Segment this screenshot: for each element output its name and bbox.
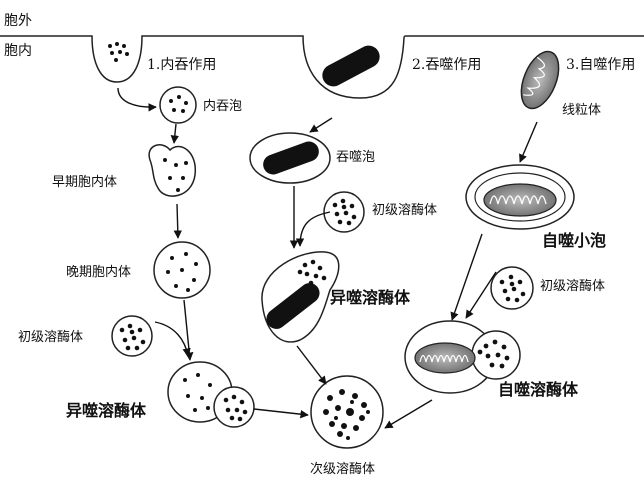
heterophagic-lysosome-left-label: 异噬溶酶体 [66, 403, 146, 419]
phagocytosis-label: 2.吞噬作用 [412, 58, 481, 72]
late-endosome-shape [154, 242, 210, 298]
endocytic-vesicle-label: 内吞泡 [203, 100, 242, 113]
autophagosome-shape [466, 165, 574, 229]
primary-lysosome-right-shape [491, 267, 533, 309]
secondary-lysosome-label: 次级溶酶体 [310, 463, 375, 476]
autophagy-label: 3.自噬作用 [566, 58, 635, 72]
mitochondrion-shape [514, 46, 566, 114]
region-outside-label: 胞外 [4, 14, 32, 28]
endocytic-vesicle-shape [160, 87, 196, 123]
autophagosome-label: 自噬小泡 [542, 233, 606, 249]
mitochondrion-label: 线粒体 [562, 104, 601, 117]
primary-lysosome-left-shape [112, 316, 152, 356]
heterophagic-lysosome-left-shape [168, 362, 254, 427]
invagination-particles [108, 42, 129, 62]
heterophagic-lysosome-mid-shape [262, 252, 339, 342]
autophagic-lysosome-label: 自噬溶酶体 [498, 382, 578, 398]
bacterium-engulfing [318, 42, 383, 91]
phagosome-label: 吞噬泡 [336, 151, 375, 164]
primary-lysosome-left-label: 初级溶酶体 [18, 331, 83, 344]
late-endosome-label: 晚期胞内体 [66, 266, 131, 279]
heterophagic-lysosome-mid-label: 异噬溶酶体 [330, 290, 410, 306]
region-inside-label: 胞内 [4, 44, 32, 58]
secondary-lysosome-shape [311, 376, 383, 448]
early-endosome-label: 早期胞内体 [52, 176, 117, 189]
early-endosome-shape [149, 145, 195, 196]
phagosome-shape [250, 133, 330, 183]
primary-lysosome-mid-label: 初级溶酶体 [372, 204, 437, 217]
primary-lysosome-right-label: 初级溶酶体 [540, 280, 605, 293]
endocytosis-label: 1.内吞作用 [147, 58, 216, 72]
